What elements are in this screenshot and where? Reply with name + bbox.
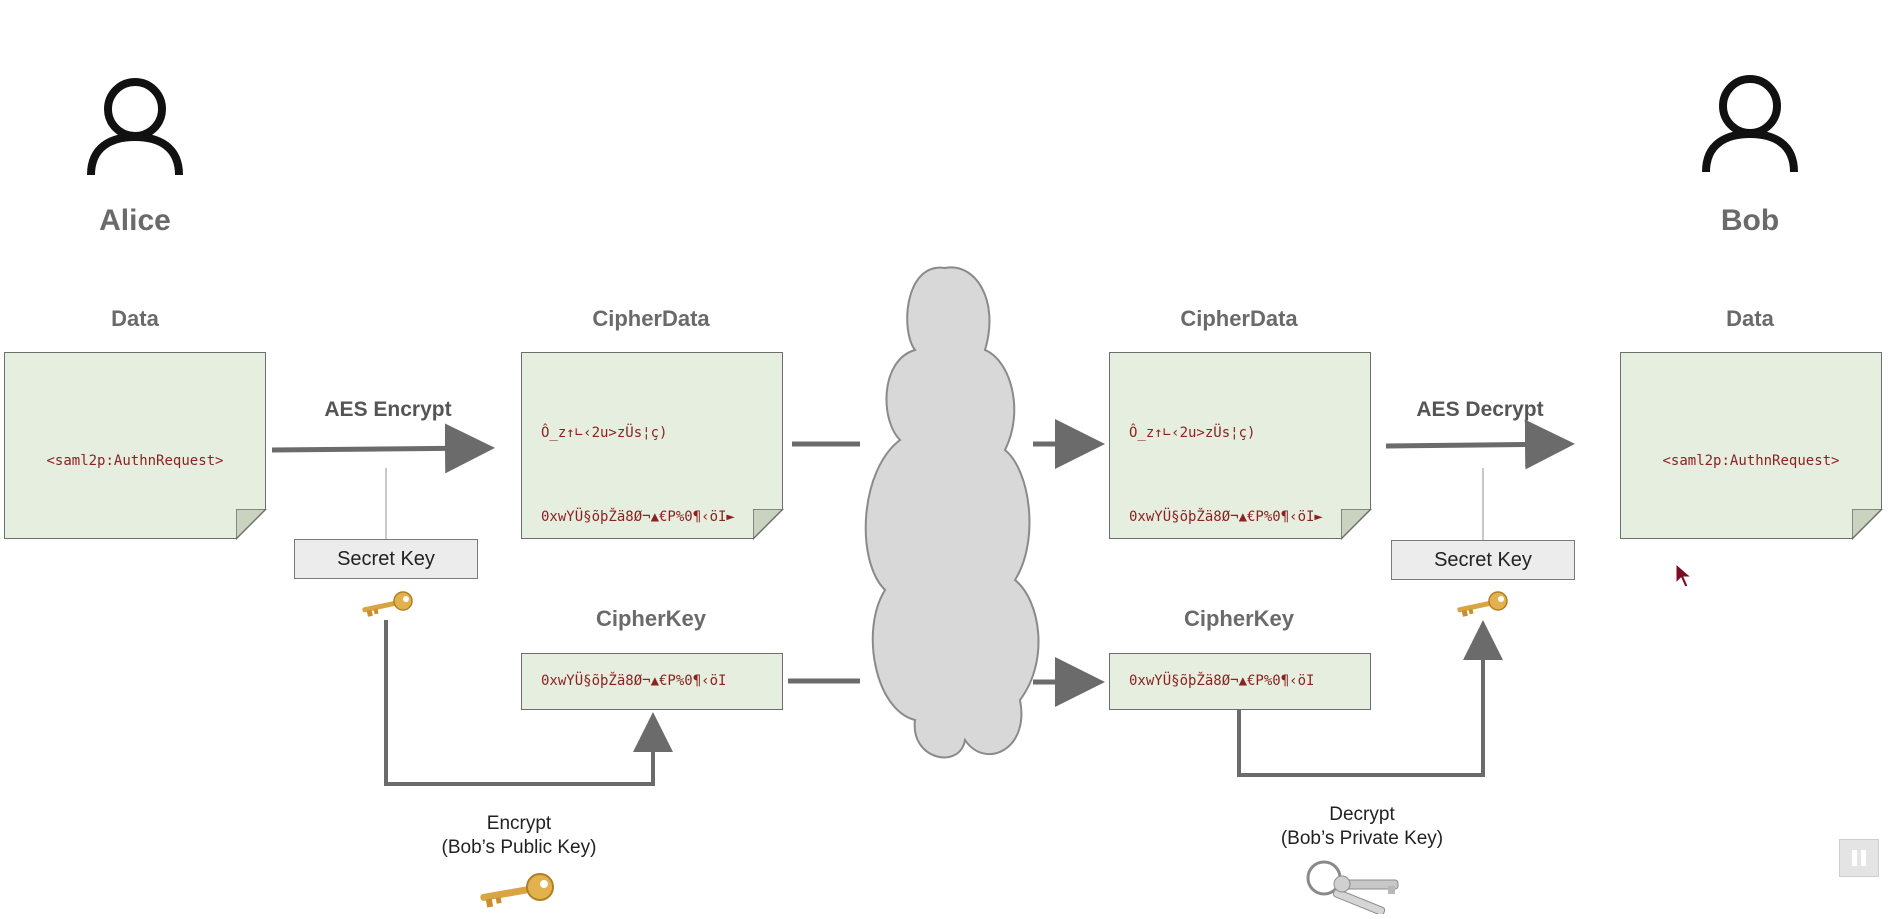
left-cipherkey-value: 0xwYÜ§õþŽä8Ø¬▲€P%0¶‹öI — [541, 673, 727, 689]
bob-name: Bob — [1720, 204, 1780, 237]
aes-decrypt-label: AES Decrypt — [1416, 398, 1544, 421]
encrypt-caption: Encrypt (Bob’s Public Key) — [389, 812, 649, 860]
right-cipherdata-title: CipherData — [1180, 306, 1298, 331]
bob-avatar — [1700, 72, 1800, 177]
decrypt-caption-line-2: (Bob’s Private Key) — [1280, 828, 1444, 849]
secret-key-right-box: Secret Key — [1391, 540, 1575, 580]
right-data-fold — [1852, 509, 1883, 540]
decrypt-caption: Decrypt (Bob’s Private Key) — [1232, 803, 1492, 851]
pause-icon — [1852, 850, 1866, 866]
alice-avatar — [85, 75, 185, 180]
person-icon — [87, 78, 183, 176]
right-data-line-1: <saml2p:AuthnRequest> — [1662, 453, 1840, 469]
right-cipherdata-fold — [1341, 509, 1372, 540]
aes-decrypt-arrow — [1385, 419, 1575, 470]
right-cipherdata-line-2: 0xwYÜ§õþŽä8Ø¬▲€P%0¶‹öI► — [1129, 509, 1323, 525]
encrypt-path-arrow — [384, 620, 673, 786]
alice-name: Alice — [99, 204, 171, 237]
secret-key-left-box: Secret Key — [294, 539, 478, 579]
cloud-icon — [864, 266, 1040, 759]
decrypt-caption-line-1: Decrypt — [1329, 804, 1395, 825]
decrypt-path-arrow — [1237, 620, 1503, 777]
right-data-title: Data — [1726, 306, 1774, 331]
left-data-fold — [236, 509, 267, 540]
right-cipherdata-line-1: Ô_z↑∟‹2u>zÜs¦ç) — [1129, 425, 1256, 441]
right-cipherkey-box: 0xwYÜ§õþŽä8Ø¬▲€P%0¶‹öI — [1109, 653, 1371, 710]
right-cipherkey-value: 0xwYÜ§õþŽä8Ø¬▲€P%0¶‹öI — [1129, 673, 1315, 689]
left-cipherdata-line-1: Ô_z↑∟‹2u>zÜs¦ç) — [541, 425, 668, 441]
keyring-icon — [1302, 858, 1422, 916]
left-cipherdata-line-2: 0xwYÜ§õþŽä8Ø¬▲€P%0¶‹öI► — [541, 509, 735, 525]
left-cipherdata-title: CipherData — [592, 306, 710, 331]
encrypt-caption-line-2: (Bob’s Public Key) — [441, 837, 597, 858]
aes-encrypt-label: AES Encrypt — [324, 398, 452, 421]
left-data-title: Data — [111, 306, 159, 331]
left-cipherkey-box: 0xwYÜ§õþŽä8Ø¬▲€P%0¶‹öI — [521, 653, 783, 710]
left-cipherkey-title: CipherKey — [595, 606, 707, 631]
left-cipherdata-fold — [753, 509, 784, 540]
aes-encrypt-arrow — [271, 423, 495, 474]
encrypt-caption-line-1: Encrypt — [486, 813, 552, 834]
person-icon — [1702, 75, 1798, 173]
key-icon — [1453, 590, 1513, 620]
key-icon — [358, 590, 418, 620]
cursor-icon — [1675, 562, 1693, 589]
pause-button[interactable] — [1839, 839, 1879, 877]
left-cipherdata-note: Ô_z↑∟‹2u>zÜs¦ç) 0xwYÜ§õþŽä8Ø¬▲€P%0¶‹öI► … — [521, 352, 783, 539]
key-icon — [476, 872, 561, 912]
right-data-note: <saml2p:AuthnRequest> ... </saml2p:Authn… — [1620, 352, 1882, 539]
right-cipherkey-title: CipherKey — [1183, 606, 1295, 631]
right-cipherdata-note: Ô_z↑∟‹2u>zÜs¦ç) 0xwYÜ§õþŽä8Ø¬▲€P%0¶‹öI► … — [1109, 352, 1371, 539]
left-data-note: <saml2p:AuthnRequest> ... </saml2p:Authn… — [4, 352, 266, 539]
left-data-line-1: <saml2p:AuthnRequest> — [46, 453, 224, 469]
